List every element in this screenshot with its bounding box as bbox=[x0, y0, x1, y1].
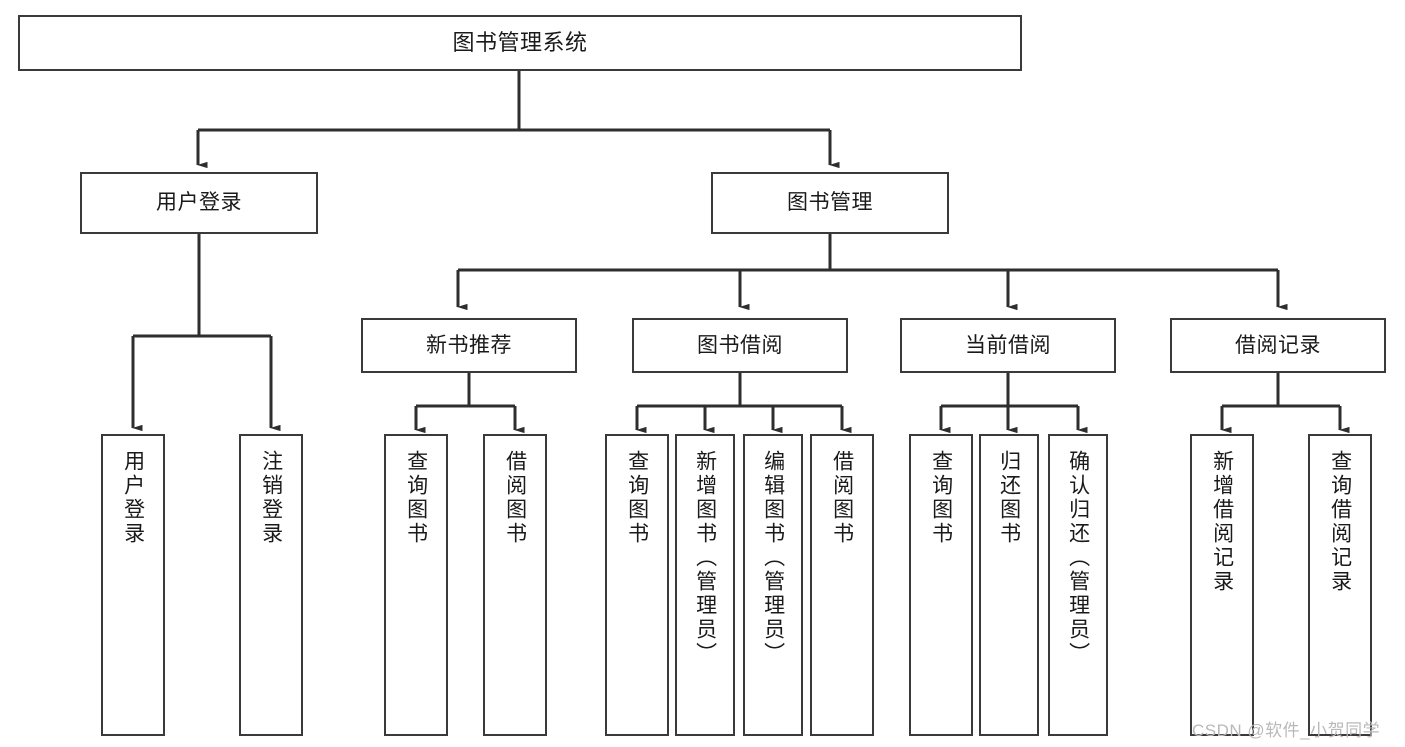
node-leaf-query-book-3-label: 查询图书 bbox=[929, 450, 953, 546]
node-leaf-query-book-2-label: 查询图书 bbox=[625, 450, 649, 546]
node-leaf-query-book-3[interactable]: 查询图书 bbox=[909, 434, 973, 736]
node-current-borrow[interactable]: 当前借阅 bbox=[900, 318, 1116, 373]
node-new-book-recommend-label: 新书推荐 bbox=[426, 333, 512, 357]
node-root[interactable]: 图书管理系统 bbox=[18, 15, 1022, 71]
node-leaf-logout-login[interactable]: 注销登录 bbox=[239, 434, 303, 736]
node-leaf-add-book-label: 新增图书（管理员） bbox=[693, 450, 717, 666]
node-leaf-edit-book-label: 编辑图书（管理员） bbox=[761, 450, 785, 666]
node-leaf-logout-login-label: 注销登录 bbox=[259, 450, 283, 546]
node-leaf-query-book-2[interactable]: 查询图书 bbox=[605, 434, 669, 736]
node-leaf-query-record[interactable]: 查询借阅记录 bbox=[1308, 434, 1372, 736]
node-leaf-confirm-return-label: 确认归还（管理员） bbox=[1066, 450, 1090, 666]
node-leaf-query-record-label: 查询借阅记录 bbox=[1328, 450, 1352, 594]
node-leaf-query-book-1[interactable]: 查询图书 bbox=[384, 434, 448, 736]
node-current-borrow-label: 当前借阅 bbox=[965, 333, 1051, 357]
node-leaf-borrow-book-1[interactable]: 借阅图书 bbox=[483, 434, 547, 736]
node-book-borrow-label: 图书借阅 bbox=[697, 333, 783, 357]
node-new-book-recommend[interactable]: 新书推荐 bbox=[361, 318, 577, 373]
node-book-management[interactable]: 图书管理 bbox=[711, 172, 949, 234]
node-leaf-edit-book[interactable]: 编辑图书（管理员） bbox=[743, 434, 803, 736]
node-leaf-confirm-return[interactable]: 确认归还（管理员） bbox=[1048, 434, 1108, 736]
node-borrow-record-label: 借阅记录 bbox=[1235, 333, 1321, 357]
node-user-login[interactable]: 用户登录 bbox=[80, 172, 318, 234]
node-leaf-borrow-book-1-label: 借阅图书 bbox=[503, 450, 527, 546]
node-leaf-return-book[interactable]: 归还图书 bbox=[979, 434, 1039, 736]
node-leaf-user-login[interactable]: 用户登录 bbox=[101, 434, 165, 736]
csdn-watermark: CSDN @软件_小贺同学 bbox=[1192, 721, 1381, 740]
node-leaf-borrow-book-2[interactable]: 借阅图书 bbox=[810, 434, 874, 736]
node-book-borrow[interactable]: 图书借阅 bbox=[632, 318, 848, 373]
node-borrow-record[interactable]: 借阅记录 bbox=[1170, 318, 1386, 373]
node-leaf-query-book-1-label: 查询图书 bbox=[404, 450, 428, 546]
node-leaf-add-record[interactable]: 新增借阅记录 bbox=[1190, 434, 1254, 736]
node-root-label: 图书管理系统 bbox=[452, 29, 588, 55]
node-leaf-user-login-label: 用户登录 bbox=[121, 450, 145, 546]
node-user-login-label: 用户登录 bbox=[156, 191, 242, 215]
node-leaf-add-record-label: 新增借阅记录 bbox=[1210, 450, 1234, 594]
node-leaf-add-book[interactable]: 新增图书（管理员） bbox=[675, 434, 735, 736]
node-leaf-borrow-book-2-label: 借阅图书 bbox=[830, 450, 854, 546]
node-leaf-return-book-label: 归还图书 bbox=[997, 450, 1021, 546]
node-book-management-label: 图书管理 bbox=[787, 191, 873, 215]
